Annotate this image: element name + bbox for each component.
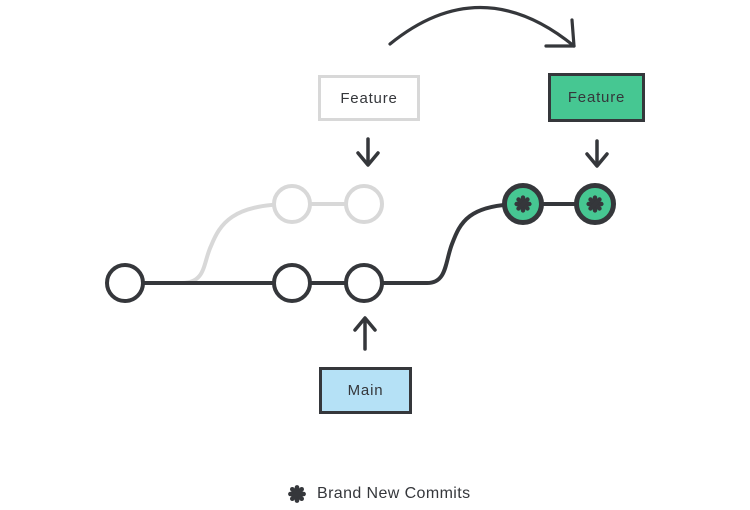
main-commit-1: [105, 263, 145, 303]
main-label-box: Main: [319, 367, 412, 414]
main-commit-3: [344, 263, 384, 303]
feature-new-down-arrow-icon: [585, 139, 609, 168]
asterisk-icon: [586, 195, 604, 213]
arc-arrowhead: [544, 18, 576, 48]
main-label: Main: [347, 382, 384, 399]
feature-old-label-box: Feature: [318, 75, 420, 121]
asterisk-icon: [288, 485, 306, 503]
legend-label: Brand New Commits: [317, 485, 471, 502]
feature-old-label: Feature: [340, 89, 398, 107]
feature-old-down-arrow-icon: [356, 137, 380, 167]
arc-line: [388, 6, 576, 48]
old-feature-commit-1: [272, 184, 312, 224]
rebase-arc-arrow: [388, 6, 576, 48]
feature-new-label-box: Feature: [548, 73, 645, 122]
legend: Brand New Commits: [287, 484, 471, 504]
feature-new-label: Feature: [567, 89, 626, 106]
asterisk-icon: [514, 195, 532, 213]
main-up-arrow-icon: [353, 316, 377, 351]
main-commit-2: [272, 263, 312, 303]
old-feature-branch-line: [180, 202, 366, 285]
old-feature-commit-2: [344, 184, 384, 224]
